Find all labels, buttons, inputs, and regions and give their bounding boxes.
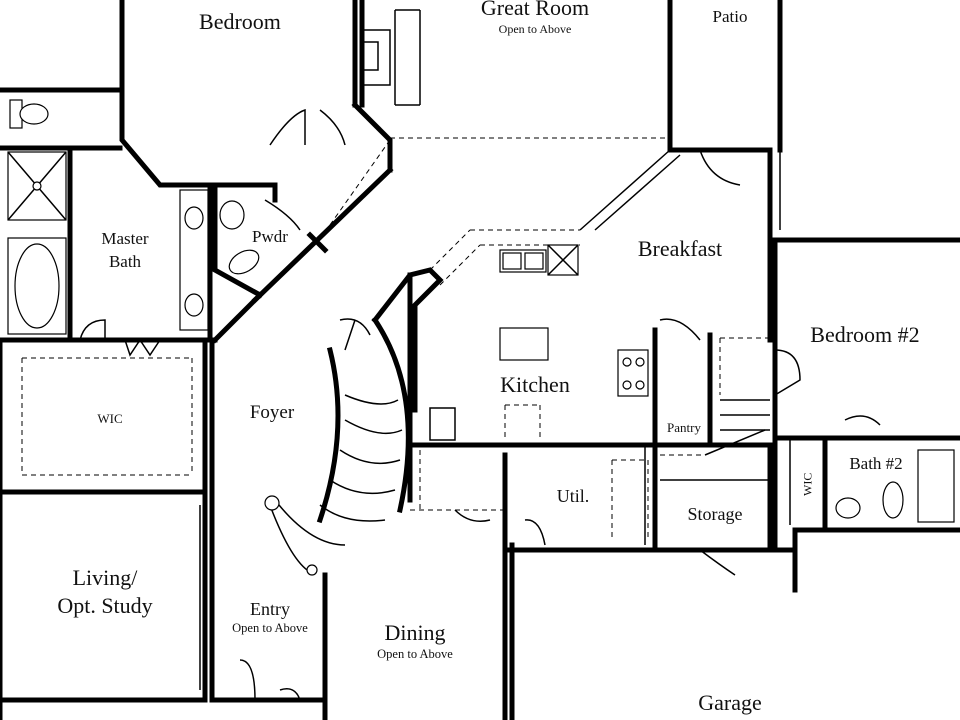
room-master-bedroom: Bedroom bbox=[199, 9, 281, 34]
room-garage: Garage bbox=[698, 690, 762, 715]
room-pantry: Pantry bbox=[667, 420, 701, 435]
room-storage: Storage bbox=[687, 504, 743, 524]
room-dining: Dining bbox=[384, 620, 446, 645]
room-master-bath-line2: Bath bbox=[108, 252, 142, 271]
room-kitchen: Kitchen bbox=[500, 372, 570, 397]
room-master-bath-line1: Master bbox=[101, 229, 149, 248]
room-wic-bath2: WIC bbox=[800, 472, 815, 496]
room-bedroom-2: Bedroom #2 bbox=[810, 322, 920, 347]
room-foyer: Foyer bbox=[249, 402, 295, 423]
room-great-room: Great Room bbox=[480, 0, 590, 20]
room-entry-note: Open to Above bbox=[232, 621, 308, 635]
room-covered-patio: Patio bbox=[712, 7, 748, 26]
dashed-lines bbox=[21, 137, 770, 540]
room-dining-note: Open to Above bbox=[377, 647, 453, 661]
room-wic-master: WIC bbox=[97, 411, 123, 426]
room-great-room-note: Open to Above bbox=[498, 22, 572, 36]
room-utility: Util. bbox=[556, 486, 590, 506]
room-powder: Pwdr bbox=[252, 227, 288, 246]
room-breakfast: Breakfast bbox=[637, 236, 723, 261]
room-bath-2: Bath #2 bbox=[849, 454, 903, 473]
room-living-line2: Opt. Study bbox=[57, 593, 153, 618]
fixtures bbox=[7, 99, 955, 701]
room-entry: Entry bbox=[250, 599, 290, 619]
room-living-line1: Living/ bbox=[72, 565, 138, 590]
thin-lines bbox=[199, 9, 791, 690]
